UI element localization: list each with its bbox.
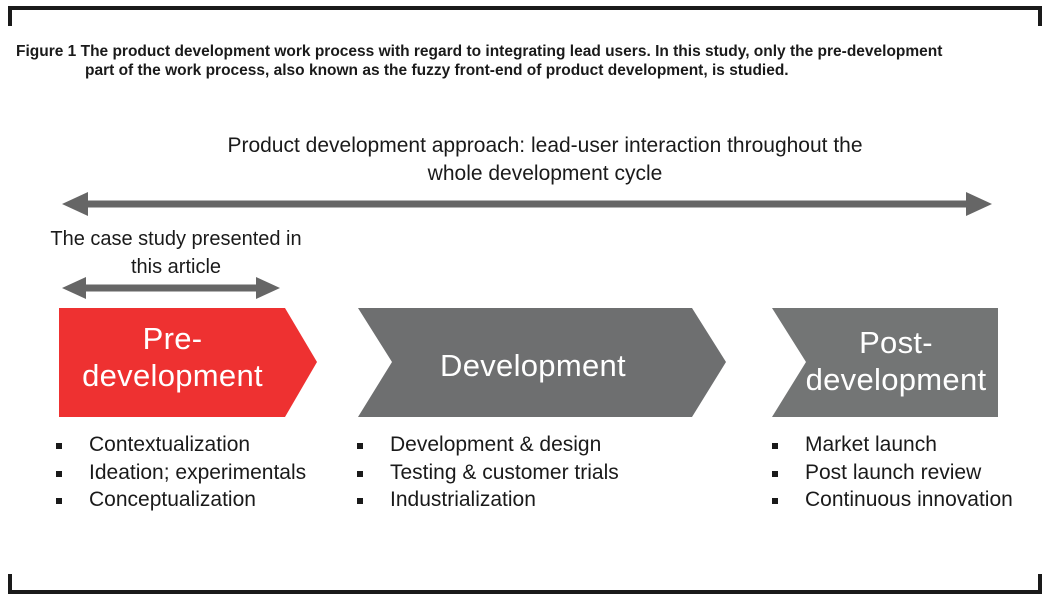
list-item: Market launch (772, 431, 1013, 459)
list-item: Conceptualization (56, 486, 306, 514)
pre-development-chevron (59, 308, 317, 417)
list-item: Post launch review (772, 459, 1013, 487)
case-study-label-line-2: this article (130, 256, 222, 278)
approach-label: Product development approach: lead-user … (160, 132, 930, 188)
development-activities: Development & design Testing & customer … (357, 431, 619, 514)
case-study-arrow (62, 277, 280, 299)
post-development-label: Post- development (788, 324, 1004, 398)
whole-cycle-arrow (62, 192, 992, 216)
pre-development-label-line-1: Pre- (142, 321, 203, 356)
list-item: Testing & customer trials (357, 459, 619, 487)
development-chevron (358, 308, 726, 417)
pre-development-label-line-2: development (82, 358, 263, 393)
case-study-arrow-head-left (62, 277, 86, 299)
case-study-label: The case study presented in this article (28, 225, 324, 281)
pre-development-label: Pre- development (60, 320, 285, 394)
development-label-line-1: Development (440, 348, 626, 383)
list-item: Development & design (357, 431, 619, 459)
post-development-label-line-2: development (805, 362, 987, 397)
case-study-label-line-1: The case study presented in (50, 228, 302, 250)
approach-label-line-2: whole development cycle (427, 162, 663, 185)
list-item: Contextualization (56, 431, 306, 459)
frame-bottom-bracket (8, 574, 1042, 594)
list-item: Industrialization (357, 486, 619, 514)
figure-caption: Figure 1 The product development work pr… (16, 42, 1044, 80)
frame-top-bracket (8, 6, 1042, 26)
pre-development-activities: Contextualization Ideation; experimental… (56, 431, 306, 514)
post-development-activities: Market launch Post launch review Continu… (772, 431, 1013, 514)
whole-cycle-arrow-head-right (966, 192, 992, 216)
post-development-label-line-1: Post- (859, 325, 933, 360)
list-item: Continuous innovation (772, 486, 1013, 514)
post-development-chevron (772, 308, 998, 417)
list-item: Ideation; experimentals (56, 459, 306, 487)
case-study-arrow-head-right (256, 277, 280, 299)
caption-line-1: Figure 1 The product development work pr… (16, 43, 943, 60)
development-label: Development (380, 347, 686, 384)
whole-cycle-arrow-head-left (62, 192, 88, 216)
caption-line-2: part of the work process, also known as … (85, 62, 789, 79)
approach-label-line-1: Product development approach: lead-user … (227, 134, 863, 157)
